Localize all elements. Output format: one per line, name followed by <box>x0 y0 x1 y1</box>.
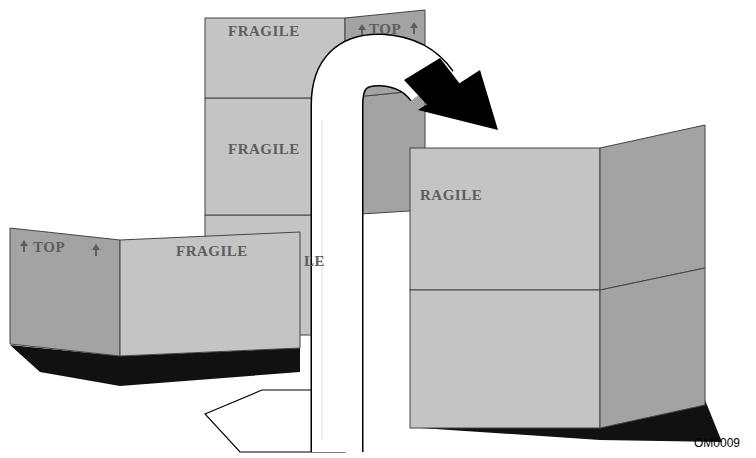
up-arrow-symbol <box>20 240 100 256</box>
box <box>10 228 300 356</box>
box-stack <box>410 125 705 428</box>
fragile-stamp: RAGILE <box>420 188 482 203</box>
fragile-stamp: FRAGILE <box>228 142 300 157</box>
fragile-stamp: FRAGILE <box>228 24 300 39</box>
top-stamp: TOP <box>33 240 65 255</box>
fragile-stamp: LE <box>304 254 325 269</box>
fragile-stamp: FRAGILE <box>176 244 248 259</box>
up-arrow-symbol <box>358 22 418 36</box>
figure-code: OM0009 <box>694 437 740 449</box>
direction-arrow <box>418 70 498 130</box>
top-stamp: TOP <box>369 22 401 37</box>
